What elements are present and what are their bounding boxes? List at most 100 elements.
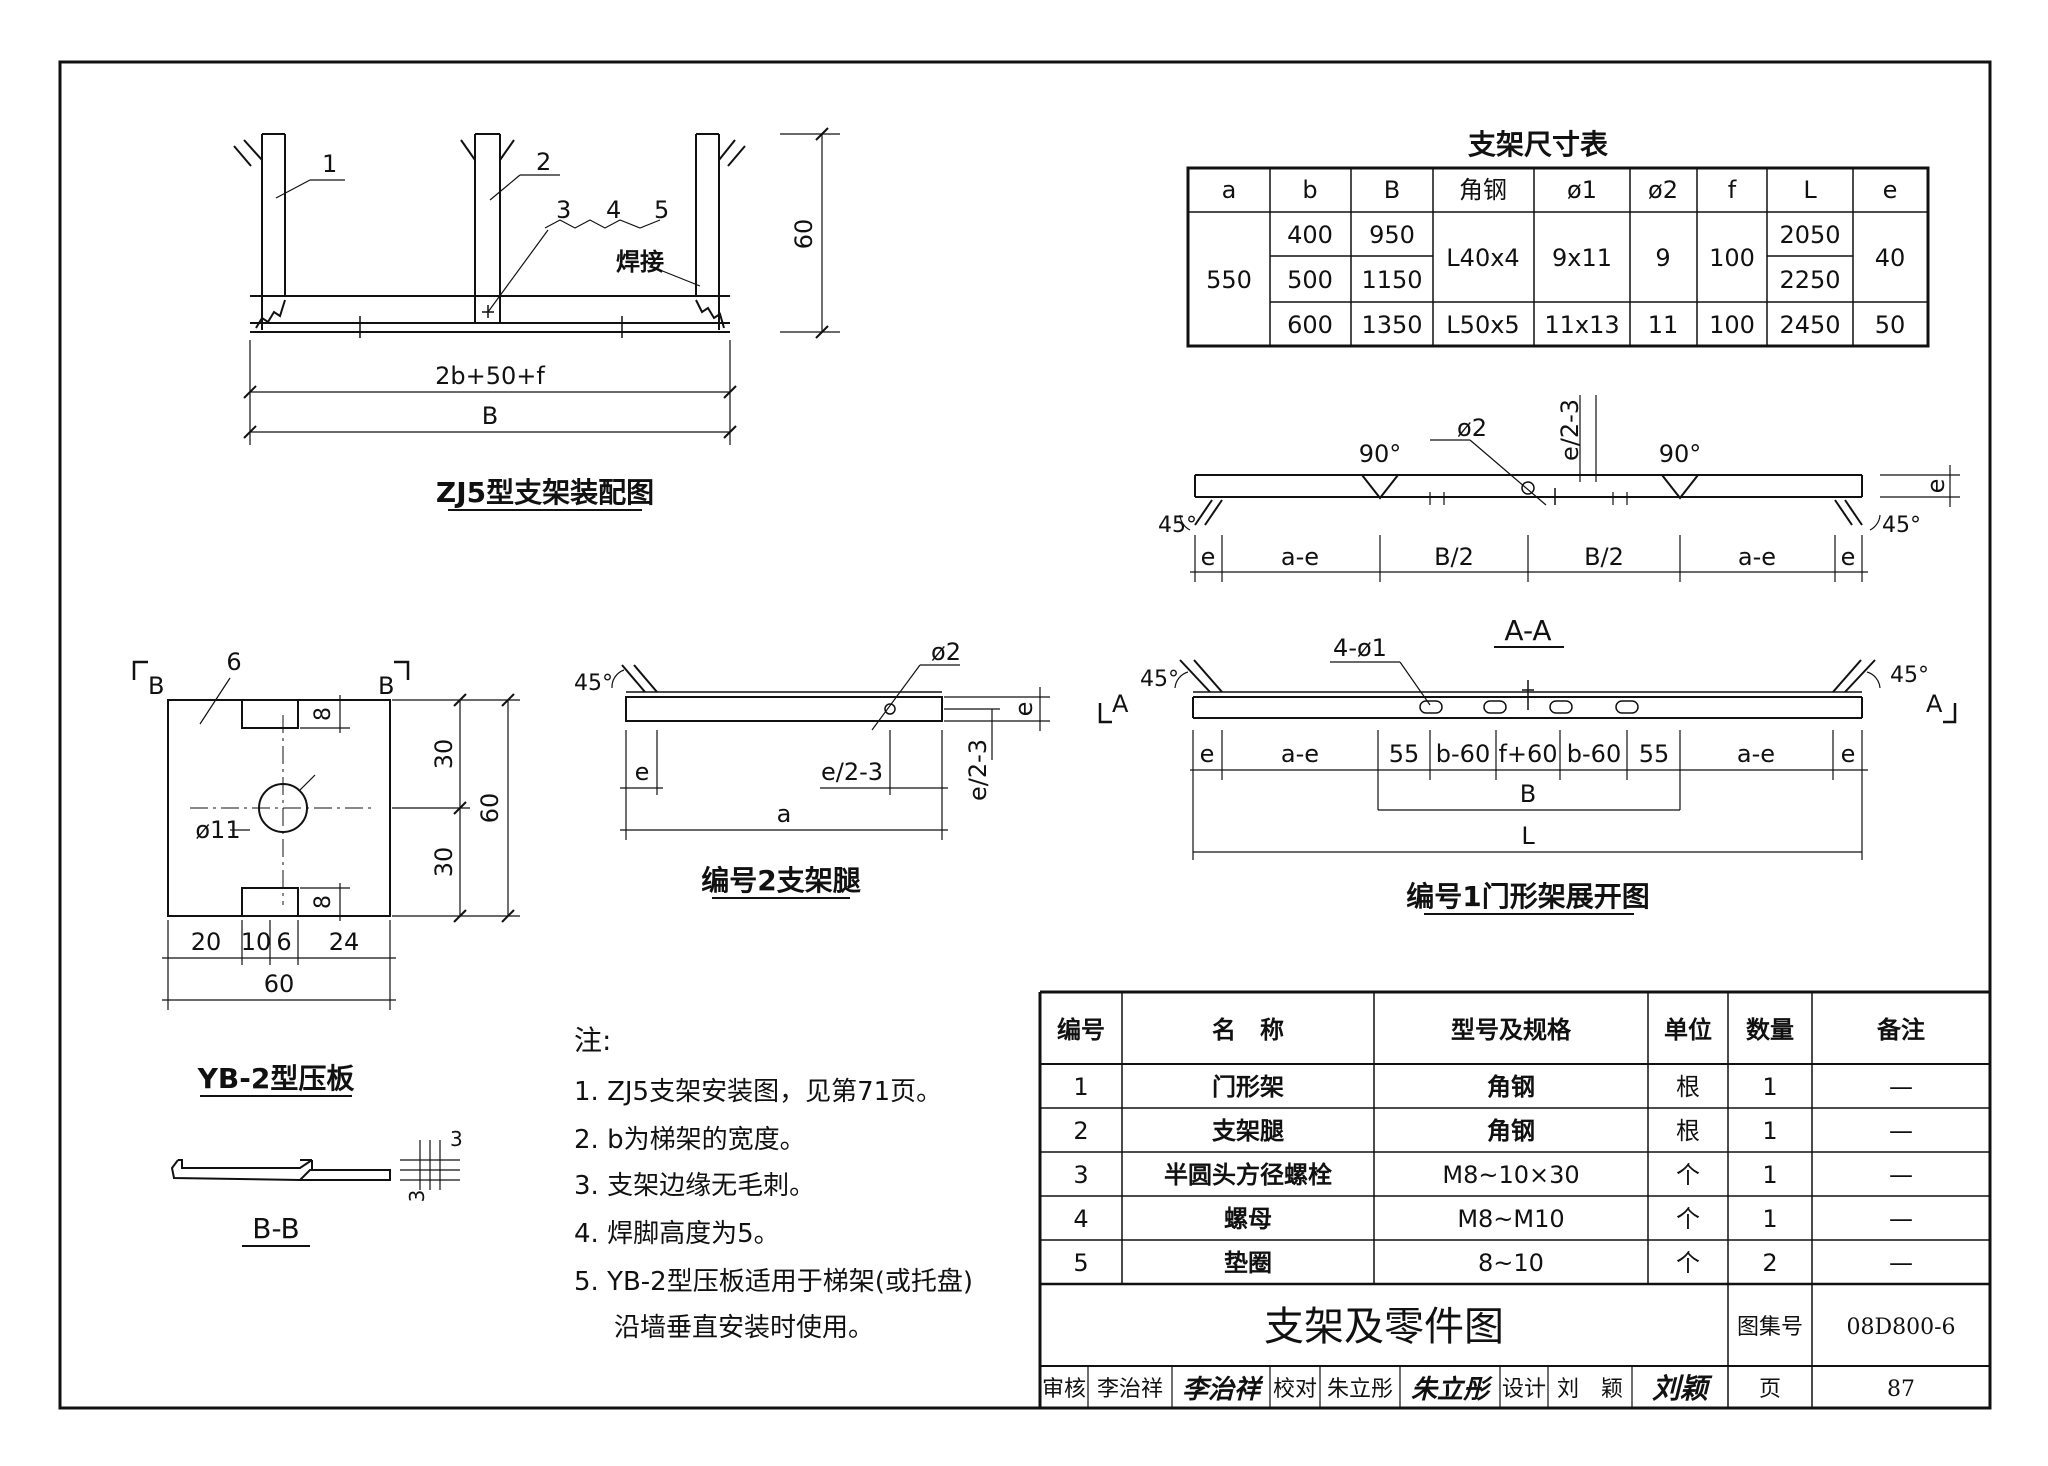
section-bb-labels: 3 3 B-B [252, 1127, 463, 1245]
sec-dim-b60-1: b-60 [1436, 740, 1490, 768]
cell-L-2: 2250 [1779, 266, 1840, 294]
pt-cell: 根 [1676, 1073, 1700, 1101]
sec-dim-B: B [1520, 780, 1536, 808]
callout-3: 3 [556, 196, 571, 224]
th-L: L [1803, 176, 1817, 204]
dim-a-e-1: a-e [1281, 543, 1319, 571]
a-marker-left: A [1112, 690, 1129, 718]
leg-title: 编号2支架腿 [701, 864, 860, 897]
pt-cell: 角钢 [1487, 1073, 1535, 1101]
angle-45-left-section: 45° [1140, 667, 1179, 692]
cell-d2-2: 11 [1648, 311, 1679, 339]
table-row: 1 门形架 角钢 根 1 — [1073, 1073, 1913, 1101]
b-marker-right: B [378, 672, 394, 700]
pt-cell: 半圆头方径螺栓 [1164, 1161, 1332, 1189]
plate-width: 60 [264, 970, 295, 998]
pt-cell: 个 [1676, 1161, 1700, 1189]
door-frame-top-labels: 90° 90° ø2 e/2-3 e 45° 45° e a-e B/2 B/2… [1158, 399, 1950, 571]
sheet-border [58, 60, 1992, 1410]
note-4: 4. 焊脚高度为5。 [574, 1219, 780, 1249]
note-5: 5. YB-2型压板适用于梯架(或托盘) [574, 1267, 973, 1297]
page-label: 页 [1759, 1377, 1781, 1402]
plate-hole-label: ø11 [195, 816, 240, 844]
table-row: 2 支架腿 角钢 根 1 — [1073, 1117, 1913, 1145]
cell-B-2: 1150 [1361, 266, 1422, 294]
cell-d1-1: 9x11 [1552, 244, 1612, 272]
zj5-assembly-drawing [233, 127, 840, 511]
sec-dim-a-e-2: a-e [1737, 740, 1775, 768]
sec-dim-b60-2: b-60 [1567, 740, 1621, 768]
plate-height: 60 [476, 793, 504, 824]
pt-cell: 8~10 [1478, 1249, 1544, 1277]
sec-dim-f60: f+60 [1498, 740, 1557, 768]
leg-e-label-right: e [1010, 702, 1038, 717]
note-3: 3. 支架边缘无毛刺。 [574, 1171, 815, 1201]
angle-45-right-top: 45° [1882, 513, 1921, 538]
pt-cell: 个 [1676, 1205, 1700, 1233]
table-row: 3 半圆头方径螺栓 M8~10×30 个 1 — [1073, 1161, 1913, 1189]
cell-L-1: 2050 [1779, 221, 1840, 249]
sec-dim-55-1: 55 [1389, 740, 1420, 768]
pt-cell: 根 [1676, 1117, 1700, 1145]
parts-table-headers: 编号 名 称 型号及规格 单位 数量 备注 [1057, 1016, 1925, 1044]
pt-h-no: 编号 [1057, 1016, 1105, 1044]
callout-4: 4 [606, 196, 621, 224]
holes-label: 4-ø1 [1333, 634, 1387, 662]
checker-name: 朱立彤 [1327, 1377, 1393, 1402]
cell-f-1: 100 [1709, 244, 1755, 272]
reviewer-signature: 李治祥 [1182, 1375, 1264, 1405]
dim-e-2: e [1841, 543, 1856, 571]
pt-cell: 1 [1762, 1205, 1777, 1233]
cell-e-1: 40 [1875, 244, 1906, 272]
table-row: 4 螺母 M8~M10 个 1 — [1073, 1205, 1913, 1233]
pt-cell: 2 [1073, 1117, 1088, 1145]
table-row: 5 垫圈 8~10 个 2 — [1073, 1249, 1913, 1277]
pt-cell: M8~M10 [1457, 1205, 1564, 1233]
b-marker-left: B [148, 672, 164, 700]
sec-dim-e-2: e [1841, 740, 1856, 768]
pt-cell: 门形架 [1212, 1073, 1284, 1101]
pt-h-unit: 单位 [1664, 1016, 1712, 1044]
atlas-label: 图集号 [1737, 1315, 1803, 1340]
plate-callout-6: 6 [226, 648, 241, 676]
plate-dim-30-top: 30 [430, 739, 458, 770]
a-marker-right: A [1926, 690, 1943, 718]
door-frame-title: 编号1门形架展开图 [1406, 880, 1649, 913]
th-a: a [1222, 176, 1237, 204]
width-dim-label: 2b+50+f [435, 362, 545, 390]
title-block: 支架及零件图 图集号 08D800-6 审核 李治祥 李治祥 校对 朱立彤 朱立… [1042, 1304, 1956, 1405]
th-B: B [1384, 176, 1400, 204]
dimension-table: 支架尺寸表 a b B 角钢 ø1 ø2 f L e 550 400 500 6… [1186, 128, 1930, 348]
section-bb-label: B-B [252, 1212, 300, 1245]
pt-cell: 5 [1073, 1249, 1088, 1277]
section-aa-label: A-A [1504, 614, 1551, 647]
pt-cell: 4 [1073, 1205, 1088, 1233]
checker-signature: 朱立彤 [1411, 1375, 1493, 1405]
pt-cell: M8~10×30 [1442, 1161, 1579, 1189]
pt-cell: 垫圈 [1224, 1249, 1272, 1277]
dim-B2-2: B/2 [1584, 543, 1624, 571]
pt-cell: — [1889, 1117, 1913, 1145]
plate-dim-30-bottom: 30 [430, 847, 458, 878]
pt-cell: 1 [1762, 1161, 1777, 1189]
cell-f-2: 100 [1709, 311, 1755, 339]
review-label: 审核 [1042, 1377, 1086, 1402]
callout-5: 5 [654, 196, 669, 224]
note-1: 1. ZJ5支架安装图，见第71页。 [574, 1077, 942, 1107]
pt-cell: 1 [1073, 1073, 1088, 1101]
angle-90-left: 90° [1359, 440, 1402, 468]
th-f: f [1728, 176, 1737, 204]
bb-thickness-top: 3 [450, 1127, 463, 1151]
plate-dim-6: 6 [276, 928, 291, 956]
th-b: b [1302, 176, 1317, 204]
door-frame-section-view [1098, 646, 1957, 915]
cell-angle-2: L50x5 [1446, 311, 1519, 339]
cell-d2-1: 9 [1655, 244, 1670, 272]
pt-h-note: 备注 [1876, 1016, 1925, 1044]
leg-e-half-bottom: e/2-3 [821, 758, 883, 786]
parts-table [1038, 990, 1990, 1408]
e-label-top: e [1922, 479, 1950, 494]
note-2: 2. b为梯架的宽度。 [574, 1125, 806, 1155]
notes: 注: 1. ZJ5支架安装图，见第71页。 2. b为梯架的宽度。 3. 支架边… [574, 1024, 973, 1343]
